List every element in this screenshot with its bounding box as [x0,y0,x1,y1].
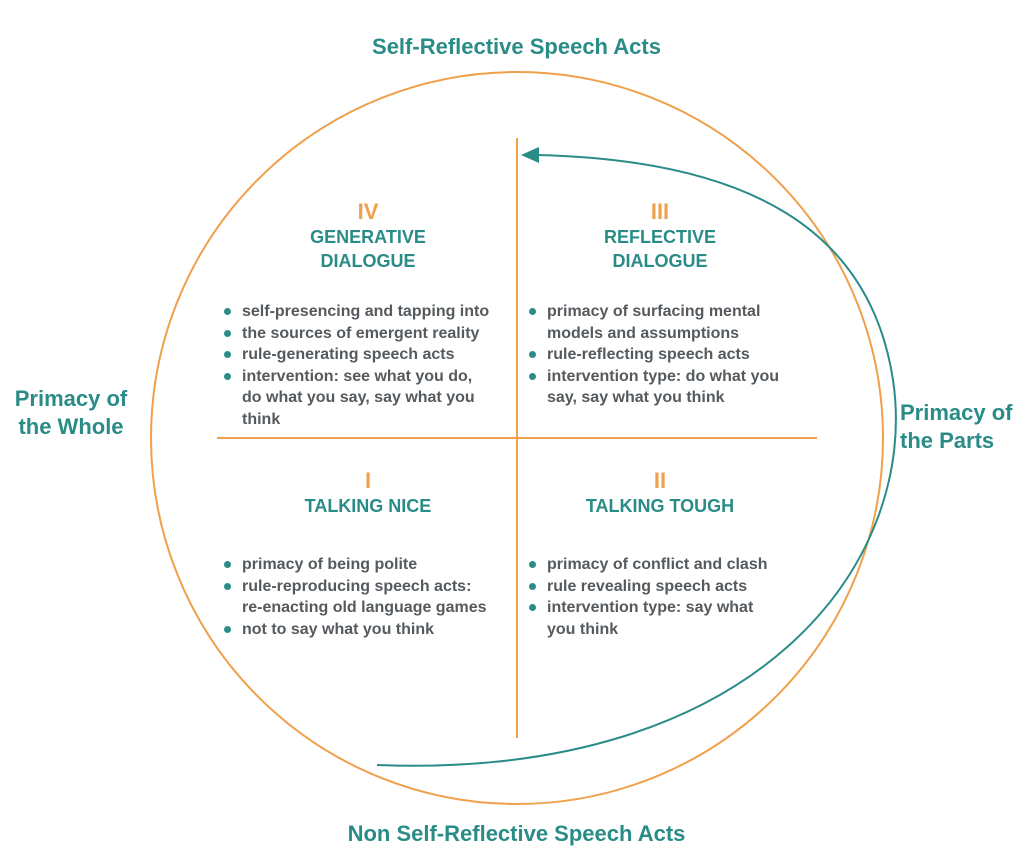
bullet-text: primacy of being polite [242,556,418,573]
quadrant-ii-numeral: II [653,468,667,493]
bullet-text: intervention type: say what [547,599,754,616]
bullet-text: rule-reproducing speech acts: [242,577,472,595]
bullet-item: not to say what you think [222,619,487,641]
axis-label-left: Primacy of the Whole [4,385,138,441]
quadrant-iii-header: III REFLECTIVE DIALOGUE [540,199,780,273]
bullet-item: primacy of surfacing mental models and a… [527,301,779,344]
bullet-text: intervention type: do what you [547,367,780,385]
axis-label-right-line: Primacy of [900,400,1013,425]
bullet-item: intervention type: say what you think [527,597,768,640]
bullet-item: intervention: see what you do, do what y… [222,366,489,431]
quadrant-i-numeral: I [364,468,372,493]
axis-label-right-line: the Parts [900,428,995,453]
quadrant-ii-bullet-list: primacy of conflict and clash rule revea… [527,554,768,640]
quadrant-i-header: I TALKING NICE [248,468,488,518]
outer-circle [150,71,884,805]
quadrant-ii-title-line: TALKING TOUGH [585,496,735,516]
bullet-text: do what you say, say what you [242,389,475,406]
quadrant-iii-title-line: DIALOGUE [612,251,708,271]
quadrant-i-bullet-list: primacy of being polite rule-reproducing… [222,554,487,640]
bullet-text: think [242,410,281,428]
bullet-text: intervention: see what you do, [242,367,473,385]
axis-label-bottom: Non Self-Reflective Speech Acts [347,821,686,846]
bullet-text: rule-reflecting speech acts [547,346,750,363]
bullet-item: rule-reproducing speech acts: re-enactin… [222,576,487,619]
quadrant-iv-title-line: GENERATIVE [310,227,426,247]
bullet-item: self-presencing and tapping into [222,301,489,323]
bullet-item: rule-reflecting speech acts [527,344,779,366]
quadrant-iv-header: IV GENERATIVE DIALOGUE [248,199,488,273]
bullet-text: rule revealing speech acts [547,577,748,595]
bullet-item: rule revealing speech acts [527,576,768,598]
bullet-text: not to say what you think [242,620,435,638]
bullet-text: self-presencing and tapping into [242,303,490,320]
axis-label-top: Self-Reflective Speech Acts [372,34,661,59]
bullet-text: say, say what you think [547,389,725,406]
bullet-text: primacy of conflict and clash [547,556,768,573]
quadrant-ii-header: II TALKING TOUGH [540,468,780,518]
arrowhead-icon [521,147,539,163]
axis-label-right: Primacy of the Parts [900,399,1030,455]
quadrant-iv-numeral: IV [357,199,379,224]
bullet-item: rule-generating speech acts [222,344,489,366]
quadrant-iii-title-line: REFLECTIVE [603,227,716,247]
quadrant-iv-bullet-list: self-presencing and tapping into the sou… [222,301,489,430]
bullet-item: primacy of conflict and clash [527,554,768,576]
bullet-text: primacy of surfacing mental [547,303,761,320]
bullet-text: models and assumptions [547,324,740,342]
curved-arrow-path [376,154,897,767]
bullet-item: the sources of emergent reality [222,323,489,345]
bullet-text: re-enacting old language games [242,599,487,616]
axis-label-left-line: Primacy of [14,386,128,411]
bullet-item: primacy of being polite [222,554,487,576]
quadrant-i-title-line: TALKING NICE [304,496,432,516]
axis-label-left-line: the Whole [18,414,124,439]
bullet-text: the sources of emergent reality [242,324,480,342]
quadrant-iii-numeral: III [650,199,670,224]
quadrant-iii-bullet-list: primacy of surfacing mental models and a… [527,301,779,409]
bullet-item: intervention type: do what you say, say … [527,366,779,409]
bullet-text: you think [547,620,619,638]
quadrant-iv-title-line: DIALOGUE [320,251,416,271]
bullet-text: rule-generating speech acts [242,346,455,363]
